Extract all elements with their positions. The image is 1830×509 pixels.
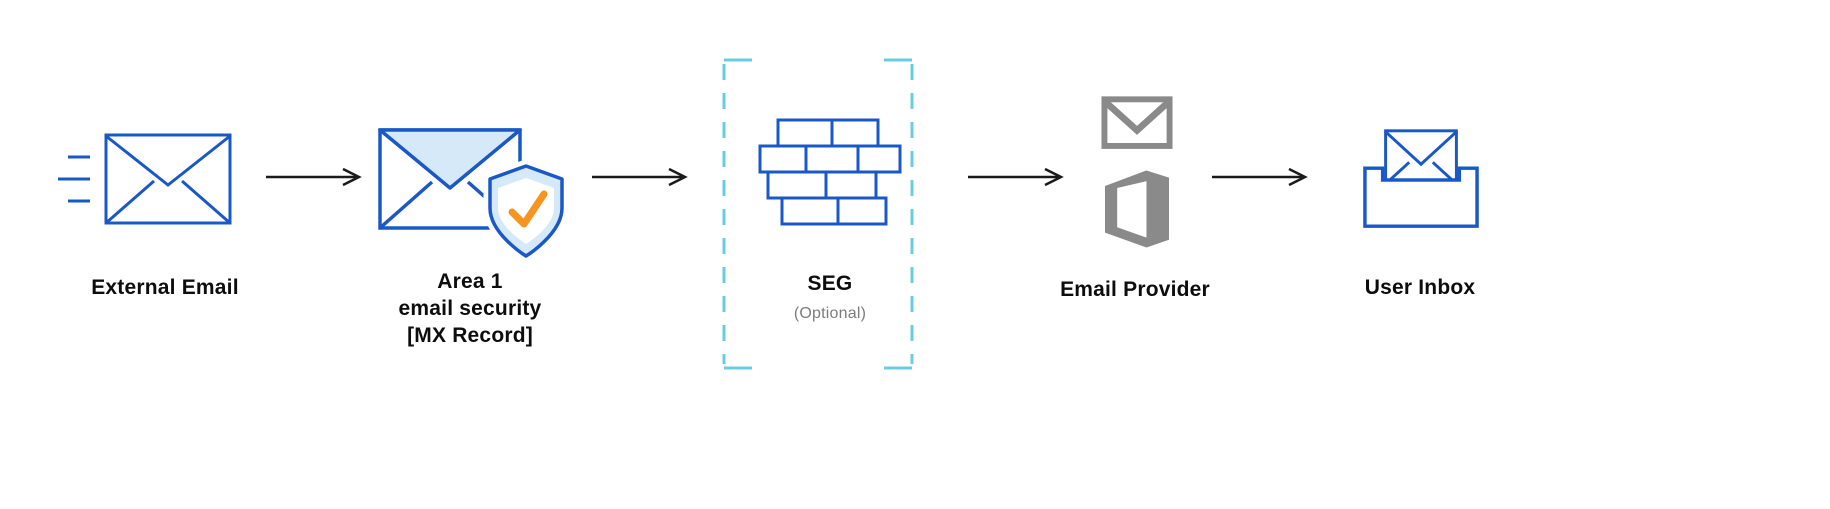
checkmark-icon [508, 190, 548, 228]
gmail-icon [1101, 96, 1173, 149]
speeding-envelope-icon [58, 133, 232, 225]
flow-arrow-1 [266, 167, 362, 187]
seg-optional-label: (Optional) [793, 305, 867, 322]
area1-label: Area 1 email security [MX Record] [345, 268, 595, 349]
inbox-tray-envelope-icon [1363, 129, 1479, 228]
flow-arrow-3 [968, 167, 1064, 187]
user-inbox-label: User Inbox [1364, 276, 1476, 299]
seg-label-block: SEG (Optional) [705, 270, 955, 327]
area1-label-line3: [MX Record] [407, 324, 533, 347]
area1-label-line2: email security [398, 297, 542, 320]
office-icon [1105, 170, 1169, 248]
flow-arrow-4 [1212, 167, 1308, 187]
flow-arrow-2 [592, 167, 688, 187]
firewall-bricks-icon [758, 118, 902, 226]
envelope-with-shield-check-icon [378, 128, 568, 261]
area1-label-line1: Area 1 [437, 270, 503, 293]
email-provider-label: Email Provider [1060, 278, 1210, 301]
external-email-label: External Email [91, 276, 239, 299]
seg-label: SEG [807, 272, 853, 295]
inbox-tray [1363, 166, 1479, 228]
optional-dashed-bracket [722, 58, 914, 370]
